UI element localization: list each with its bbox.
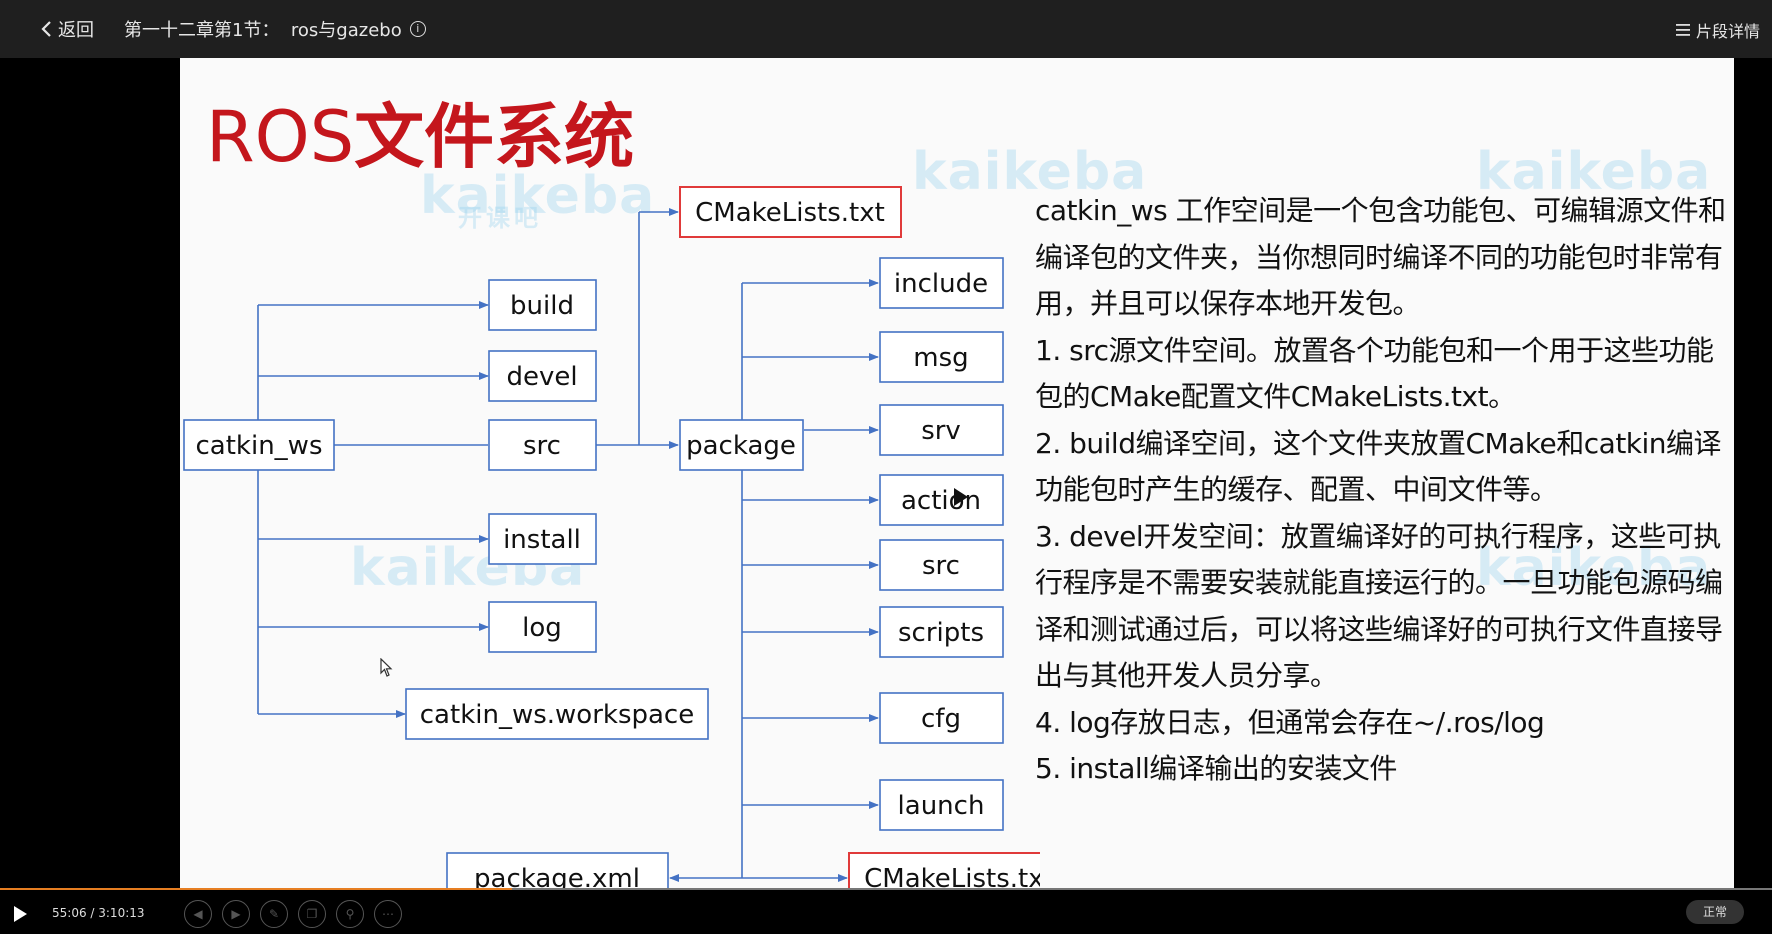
tree-node-box: [879, 606, 1004, 658]
watermark-sub: 开课吧: [458, 204, 542, 232]
tree-node-devel: devel: [506, 362, 577, 392]
slide-title: ROS文件系统: [206, 102, 634, 172]
tree-node-box: [488, 513, 597, 565]
tree-node-box: [183, 419, 335, 471]
watermark-logo: kaikeba: [1476, 538, 1712, 598]
speed-button[interactable]: 正常: [1686, 900, 1744, 924]
tree-node-cfg: cfg: [921, 704, 961, 734]
back-button[interactable]: 返回: [40, 16, 94, 42]
watermark-logo: kaikeba: [912, 142, 1148, 202]
tree-node-box: [879, 474, 1004, 526]
player-controls: 55:06 / 3:10:13 ◀ ▶ ✎ ❐ ⚲ ⋯ 正常: [0, 890, 1772, 934]
tree-node-box: [405, 688, 709, 740]
tree-node-scripts: scripts: [898, 618, 984, 648]
center-play-icon[interactable]: [954, 488, 968, 506]
tree-node-pkg-src: src: [922, 551, 960, 581]
tree-node-msg: msg: [913, 343, 968, 373]
pen-icon[interactable]: ✎: [260, 900, 288, 928]
description-paragraph: 4. log存放日志，但通常会存在~/.ros/log: [1035, 705, 1545, 739]
tree-node-box-highlight: [679, 186, 902, 238]
tree-node-cmakelists-top: CMakeLists.txt: [695, 198, 885, 228]
zoom-icon[interactable]: ⚲: [336, 900, 364, 928]
description-text: catkin_ws 工作空间是一个包含功能包、可编辑源文件和编译包的文件夹，当你…: [1035, 188, 1734, 793]
info-icon[interactable]: i: [409, 21, 426, 37]
tree-node-box: [879, 331, 1004, 383]
tree-node-log: log: [522, 613, 562, 643]
tree-node-include: include: [894, 269, 988, 299]
file-tree-diagram: catkin_ws build devel src install log ca…: [183, 186, 1040, 904]
tree-node-box: [879, 779, 1004, 831]
back-label: 返回: [58, 20, 94, 41]
list-icon: [1675, 24, 1690, 36]
prev-icon[interactable]: ◀: [184, 900, 212, 928]
tree-node-launch: launch: [898, 791, 985, 821]
watermark-logo: kaikeba: [1476, 142, 1712, 202]
tree-node-box: [488, 601, 597, 653]
description-paragraph: catkin_ws 工作空间是一个包含功能包、可编辑源文件和编译包的文件夹，当你…: [1035, 194, 1726, 320]
play-icon[interactable]: [14, 906, 27, 922]
chevron-left-icon: [41, 21, 51, 37]
copy-icon[interactable]: ❐: [298, 900, 326, 928]
tree-node-package: package: [686, 431, 796, 461]
tree-node-build: build: [510, 291, 574, 321]
next-icon[interactable]: ▶: [222, 900, 250, 928]
tree-node-action: action: [901, 486, 981, 516]
slide-title-latin: ROS: [206, 96, 355, 178]
tree-node-box: [879, 692, 1004, 744]
description-paragraph: 5. install编译输出的安装文件: [1035, 752, 1397, 785]
lesson-title: 第一十二章第1节： ros与gazebo i: [124, 16, 426, 42]
more-icon[interactable]: ⋯: [374, 900, 402, 928]
tree-node-install: install: [503, 525, 581, 555]
tree-node-box: [879, 404, 1004, 456]
tree-node-box: [879, 257, 1004, 309]
tree-node-src: src: [523, 431, 561, 461]
time-display: 55:06 / 3:10:13: [52, 906, 145, 920]
tree-node-box: [679, 419, 804, 471]
slide-title-cn: 文件系统: [354, 96, 635, 178]
mouse-cursor-icon: [380, 658, 393, 677]
tree-node-box: [879, 539, 1004, 591]
description-paragraph: 3. devel开发空间：放置编译好的可执行程序，这些可执行程序是不需要安装就能…: [1035, 519, 1723, 693]
tree-node-catkin-ws: catkin_ws: [196, 431, 323, 461]
description-paragraph: 2. build编译空间，这个文件夹放置CMake和catkin编译功能包时产生…: [1035, 426, 1722, 507]
description-paragraph: 1. src源文件空间。放置各个功能包和一个用于这些功能包的CMake配置文件C…: [1035, 333, 1714, 414]
tree-node-box: [488, 419, 597, 471]
tree-node-box: [488, 350, 597, 402]
top-bar: 返回 第一十二章第1节： ros与gazebo i 片段详情: [0, 0, 1772, 58]
tree-node-box: [488, 279, 597, 331]
tree-node-srv: srv: [921, 416, 961, 446]
detail-button[interactable]: 片段详情: [1675, 18, 1760, 42]
detail-label: 片段详情: [1695, 22, 1760, 41]
lesson-title-text: 第一十二章第1节： ros与gazebo: [124, 20, 402, 41]
watermark-logo: kaikeba: [420, 166, 656, 226]
tree-node-workspace: catkin_ws.workspace: [420, 700, 694, 730]
